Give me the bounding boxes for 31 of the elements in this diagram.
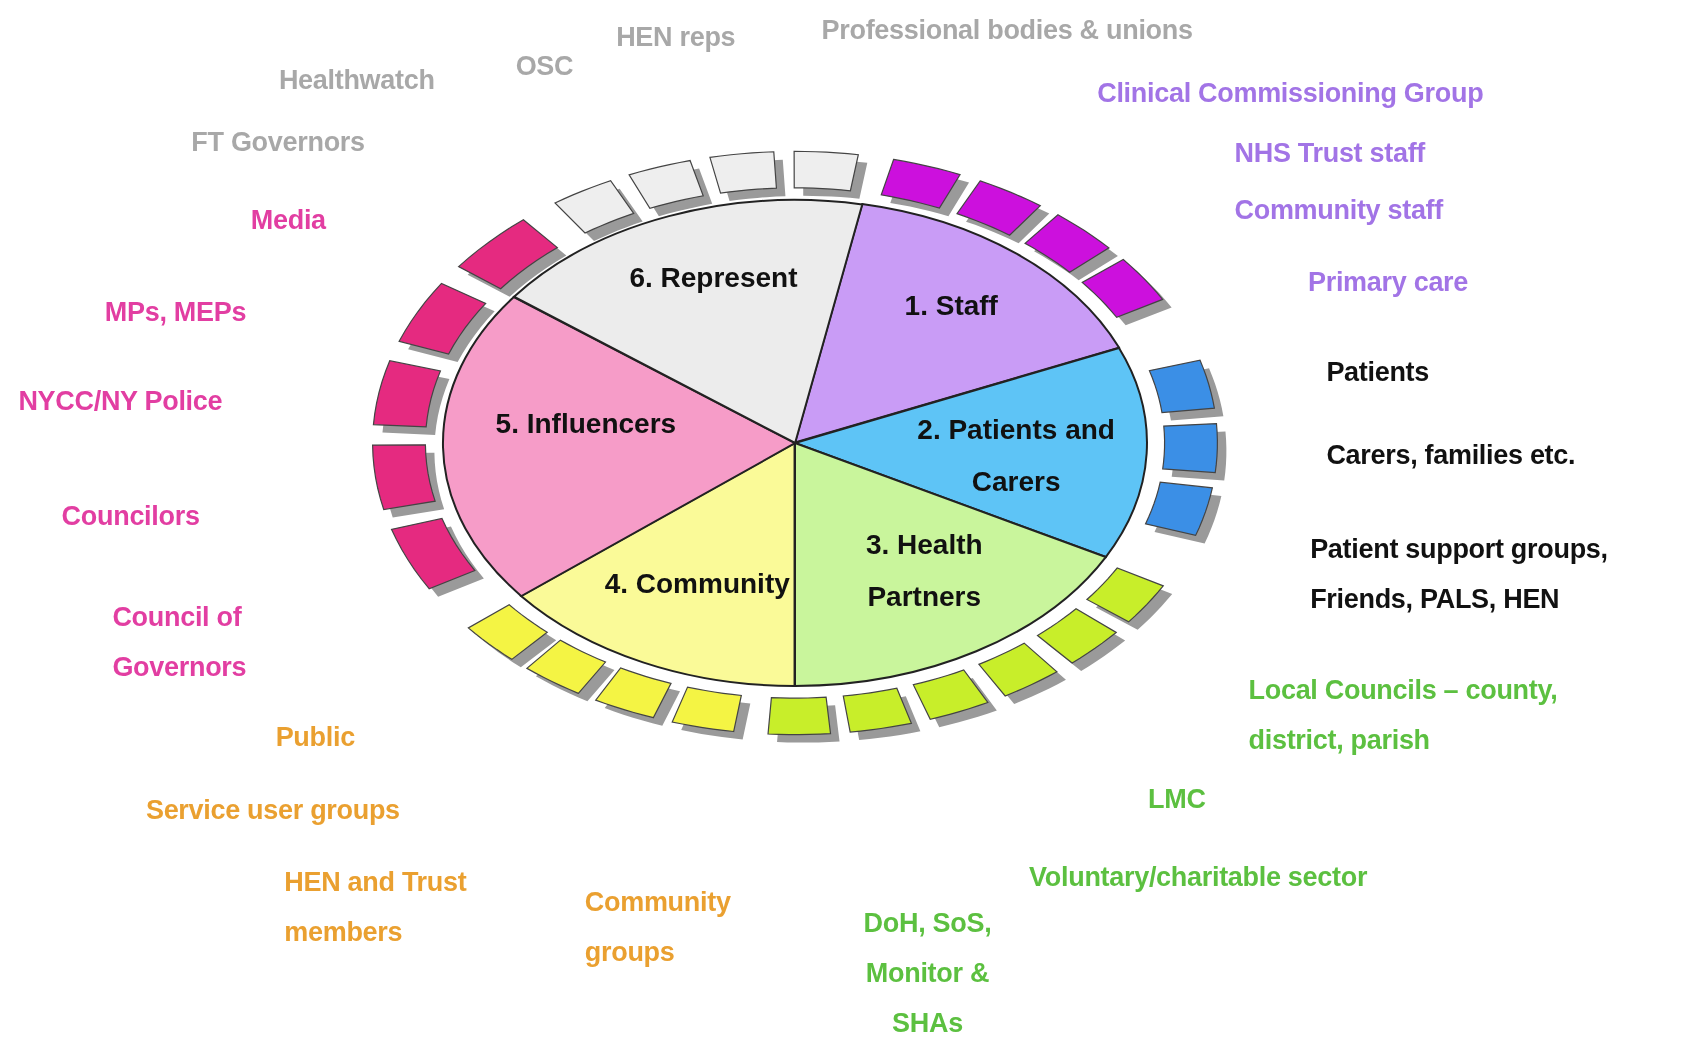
stakeholder-label: LMC — [1148, 783, 1206, 817]
sector-label: 3. Health Partners — [864, 527, 984, 614]
stakeholder-label: Professional bodies & unions — [821, 14, 1193, 48]
stakeholder-label: HEN reps — [616, 20, 736, 54]
stakeholder-label: OSC — [515, 50, 574, 84]
stakeholder-label: Service user groups — [145, 793, 400, 827]
stakeholder-label: FT Governors — [191, 125, 365, 159]
stakeholder-label: Media — [250, 203, 326, 237]
stakeholder-label: Local Councils – county, district, parish — [1248, 673, 1559, 757]
sector-label: 1. Staff — [903, 289, 999, 323]
sector-label: 2. Patients and Carers — [916, 413, 1116, 500]
stakeholder-label: MPs, MEPs — [104, 295, 247, 329]
stakeholder-label: NYCC/NY Police — [18, 385, 223, 419]
sector-label: 6. Represent — [628, 260, 799, 295]
stakeholder-label: Public — [275, 721, 355, 755]
stakeholder-label: Healthwatch — [278, 64, 435, 98]
stakeholder-label: Council of Governors — [112, 601, 248, 685]
stakeholder-label: Carers, families etc. — [1326, 439, 1576, 473]
stakeholder-label: Councilors — [61, 499, 200, 533]
sector-label: 4. Community — [603, 566, 791, 601]
stakeholder-label: Community groups — [584, 885, 732, 969]
sector-label: 5. Influencers — [494, 406, 678, 441]
stakeholder-label: Clinical Commissioning Group — [1097, 77, 1484, 111]
stakeholder-label: Patient support groups, Friends, PALS, HEN — [1310, 533, 1609, 617]
stakeholder-label: DoH, SoS, Monitor & SHAs — [862, 907, 993, 1041]
stakeholder-label: Primary care — [1308, 266, 1469, 300]
stakeholder-label: Community staff — [1234, 193, 1443, 227]
stakeholder-label: Voluntary/charitable sector — [1029, 860, 1368, 894]
stakeholder-label: NHS Trust staff — [1234, 136, 1425, 170]
stakeholder-label: HEN and Trust members — [284, 866, 468, 950]
stakeholder-label: Patients — [1326, 356, 1429, 390]
